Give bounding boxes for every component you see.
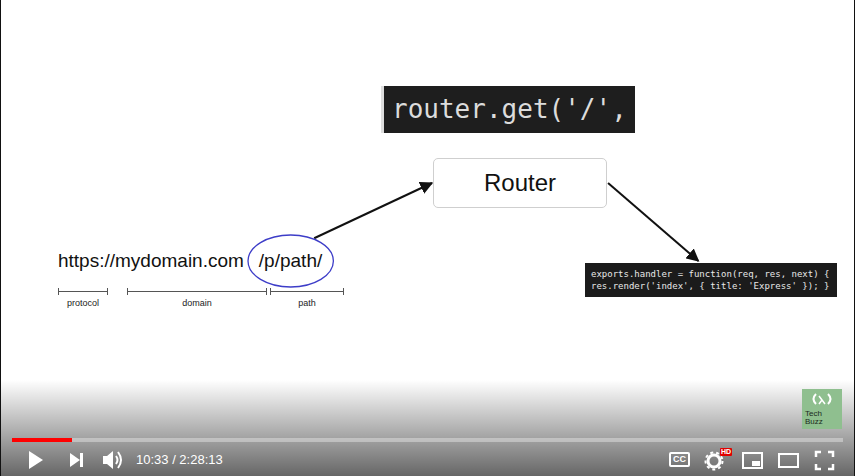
node-text: /p/path/ bbox=[259, 250, 322, 272]
progress-track bbox=[12, 438, 843, 442]
fullscreen-icon bbox=[816, 452, 833, 469]
segment-label: path bbox=[298, 298, 316, 309]
next-icon bbox=[70, 453, 83, 467]
channel-logo bbox=[802, 389, 842, 429]
frame-edge bbox=[854, 0, 855, 476]
url-ruler bbox=[58, 288, 344, 295]
node-text: Router bbox=[484, 169, 556, 197]
segment-label: domain bbox=[182, 298, 212, 309]
controls-shade bbox=[1, 380, 854, 476]
arrow-connector bbox=[314, 183, 432, 238]
code-snippet: exports.handler = function(req, res, nex… bbox=[585, 263, 837, 297]
path-ellipse: /p/path/ bbox=[247, 234, 334, 288]
hd-badge: HD bbox=[720, 448, 732, 456]
ellipse-outline bbox=[248, 235, 333, 287]
volume-icon bbox=[103, 451, 121, 469]
time-display: 10:33 / 2:28:13 bbox=[136, 452, 223, 468]
code-text: router.get('/', bbox=[392, 86, 627, 133]
channel-logo-text: Tech Buzz bbox=[805, 410, 835, 426]
arrow-connector bbox=[608, 183, 698, 261]
code-snippet: router.get('/', bbox=[381, 86, 635, 133]
miniplayer-icon bbox=[743, 453, 762, 468]
code-text: exports.handler = function(req, res, nex… bbox=[591, 268, 831, 292]
process-box: Router bbox=[433, 158, 607, 208]
play-icon bbox=[29, 451, 43, 469]
captions-button: CC bbox=[669, 452, 690, 467]
url-text: https://mydomain.com bbox=[58, 250, 244, 272]
frame-edge bbox=[0, 0, 1, 476]
theater-icon bbox=[779, 454, 798, 467]
segment-label: protocol bbox=[67, 298, 99, 309]
progress-played bbox=[12, 438, 72, 442]
